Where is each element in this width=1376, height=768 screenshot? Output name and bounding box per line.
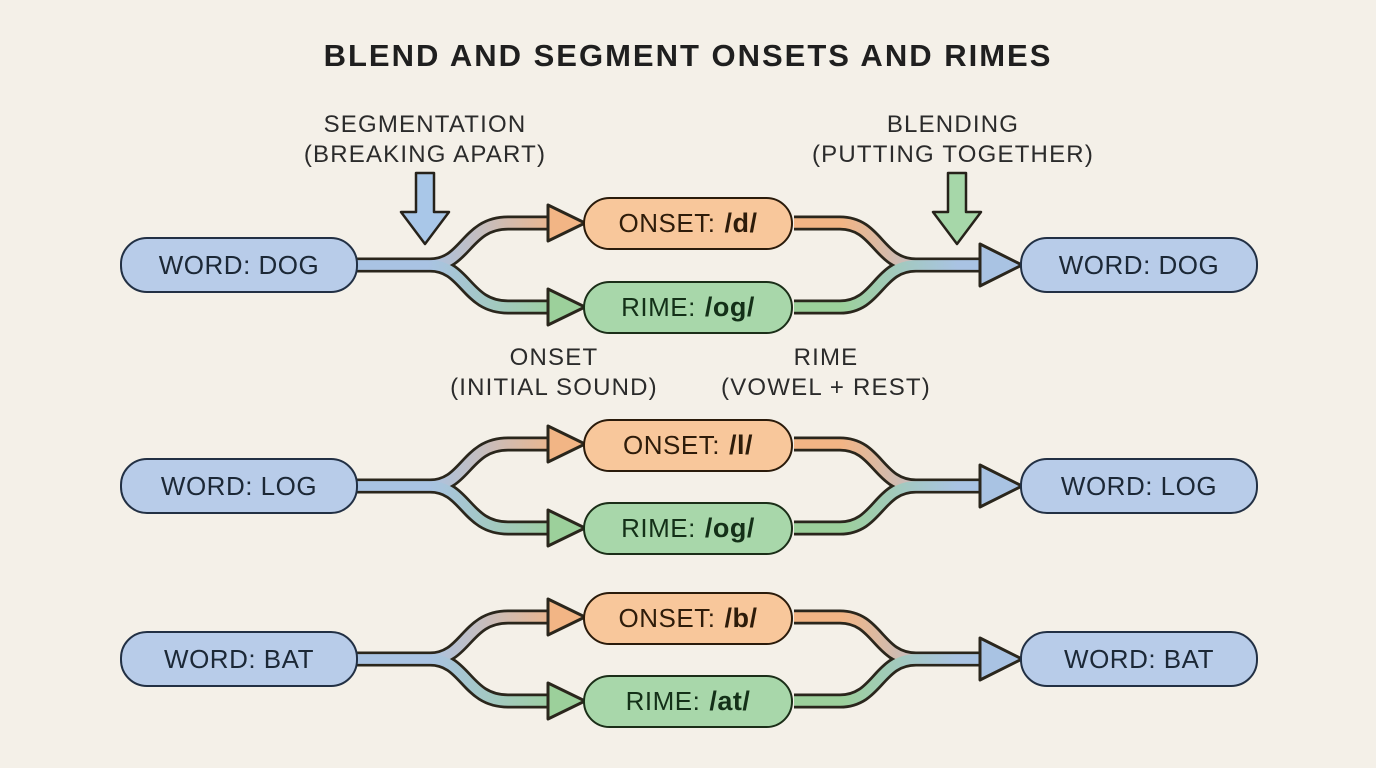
rime-definition-note: RIME (VOWEL + REST) — [656, 343, 996, 403]
result-word-label: WORD: DOG — [1058, 249, 1220, 280]
rime-value: /og/ — [704, 513, 755, 543]
result-word-label: WORD: LOG — [1060, 470, 1218, 501]
result-word-label: WORD: BAT — [1064, 643, 1214, 674]
segmentation-note-line1: SEGMENTATION — [323, 111, 527, 138]
rime-value: /og/ — [704, 292, 755, 322]
rime-label: RIME: — [621, 292, 696, 322]
onset-label: ONSET: — [618, 208, 716, 238]
onset-definition-line1: ONSET — [509, 344, 599, 371]
rime-pill: RIME: /og/ — [583, 502, 793, 555]
onset-pill: ONSET: /d/ — [583, 197, 793, 250]
word-pill-label: WORD: LOG — [160, 470, 318, 501]
blending-note: BLENDING (PUTTING TOGETHER) — [793, 110, 1113, 170]
rime-pill: RIME: /at/ — [583, 675, 793, 728]
segmentation-arrow-icon — [399, 171, 451, 246]
onset-value: /b/ — [724, 603, 758, 633]
onset-definition-line2: (INITIAL SOUND) — [450, 374, 658, 401]
blending-note-line1: BLENDING — [886, 111, 1020, 138]
onset-pill: ONSET: /b/ — [583, 592, 793, 645]
result-word-pill: WORD: BAT — [1020, 631, 1258, 687]
word-pill-label: WORD: DOG — [158, 249, 320, 280]
blending-arrow-icon — [931, 171, 983, 246]
word-pill: WORD: BAT — [120, 631, 358, 687]
rime-value: /at/ — [709, 686, 751, 716]
word-pill-label: WORD: BAT — [164, 643, 314, 674]
rime-definition-line1: RIME — [793, 344, 859, 371]
rime-definition-line2: (VOWEL + REST) — [721, 374, 931, 401]
onset-value: /l/ — [728, 430, 753, 460]
onset-label: ONSET: — [623, 430, 720, 460]
rime-label: RIME: — [625, 686, 701, 716]
rime-pill: RIME: /og/ — [583, 281, 793, 334]
onset-label: ONSET: — [618, 603, 716, 633]
segmentation-note-line2: (BREAKING APART) — [303, 141, 547, 168]
onset-definition-note: ONSET (INITIAL SOUND) — [384, 343, 724, 403]
onset-pill: ONSET: /l/ — [583, 419, 793, 472]
segmentation-note: SEGMENTATION (BREAKING APART) — [265, 110, 585, 170]
page-title: BLEND AND SEGMENT ONSETS AND RIMES — [323, 38, 1053, 73]
blending-note-line2: (PUTTING TOGETHER) — [811, 141, 1095, 168]
rime-label: RIME: — [621, 513, 696, 543]
result-word-pill: WORD: LOG — [1020, 458, 1258, 514]
onset-value: /d/ — [724, 208, 758, 238]
result-word-pill: WORD: DOG — [1020, 237, 1258, 293]
word-pill: WORD: DOG — [120, 237, 358, 293]
word-pill: WORD: LOG — [120, 458, 358, 514]
